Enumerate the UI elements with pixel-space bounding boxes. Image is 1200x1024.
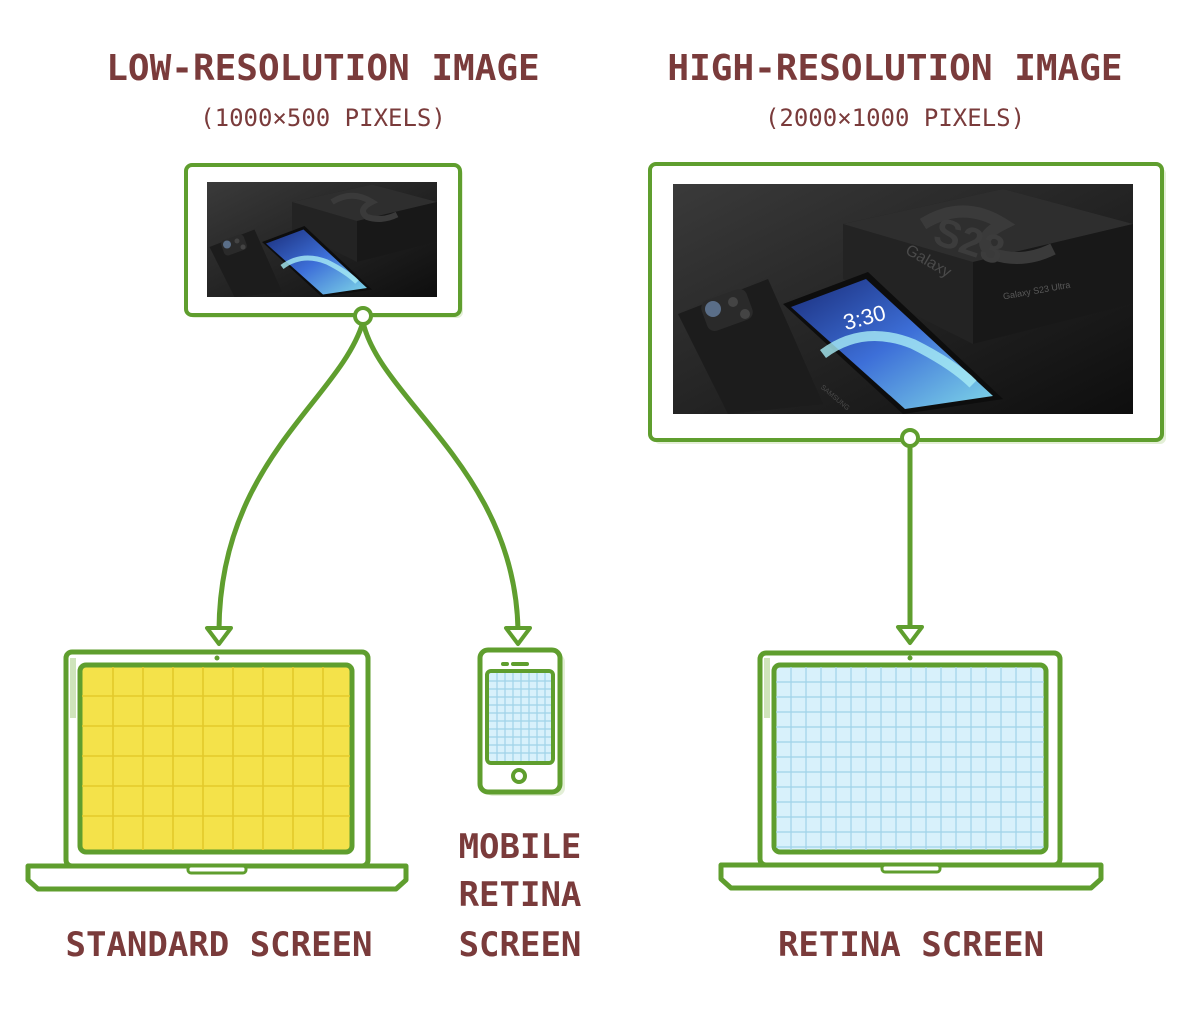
retina-screen-label: RETINA SCREEN [778, 925, 1044, 965]
smartphone-icon [477, 647, 565, 796]
laptop-icon [718, 650, 1104, 891]
high-res-image-frame: 3:30 S23 Galaxy Galaxy S23 Ultra SAMSUNG [648, 162, 1166, 444]
low-res-photo [207, 182, 437, 297]
arrow-low-to-standard [205, 321, 366, 646]
high-res-photo: 3:30 S23 Galaxy Galaxy S23 Ultra SAMSUNG [673, 184, 1133, 414]
low-res-image-frame [184, 163, 463, 318]
retina-pixel-grid [776, 667, 1044, 850]
arrow-high-to-retina [896, 446, 924, 645]
low-res-size: (1000×500 PIXELS) [200, 104, 446, 132]
high-res-connector-dot [900, 428, 920, 448]
high-res-title: HIGH-RESOLUTION IMAGE [667, 48, 1122, 89]
standard-pixel-grid [82, 667, 350, 850]
arrow-low-to-mobile [360, 321, 532, 646]
mobile-label-line3: SCREEN [459, 925, 582, 965]
mobile-pixel-grid [489, 673, 551, 761]
high-res-size: (2000×1000 PIXELS) [765, 104, 1025, 132]
mobile-label-line1: MOBILE [459, 827, 582, 867]
standard-screen-label: STANDARD SCREEN [65, 925, 372, 965]
laptop-icon [25, 649, 409, 892]
low-res-connector-dot [353, 306, 373, 326]
mobile-label-line2: RETINA [459, 875, 582, 915]
low-res-title: LOW-RESOLUTION IMAGE [106, 48, 539, 89]
